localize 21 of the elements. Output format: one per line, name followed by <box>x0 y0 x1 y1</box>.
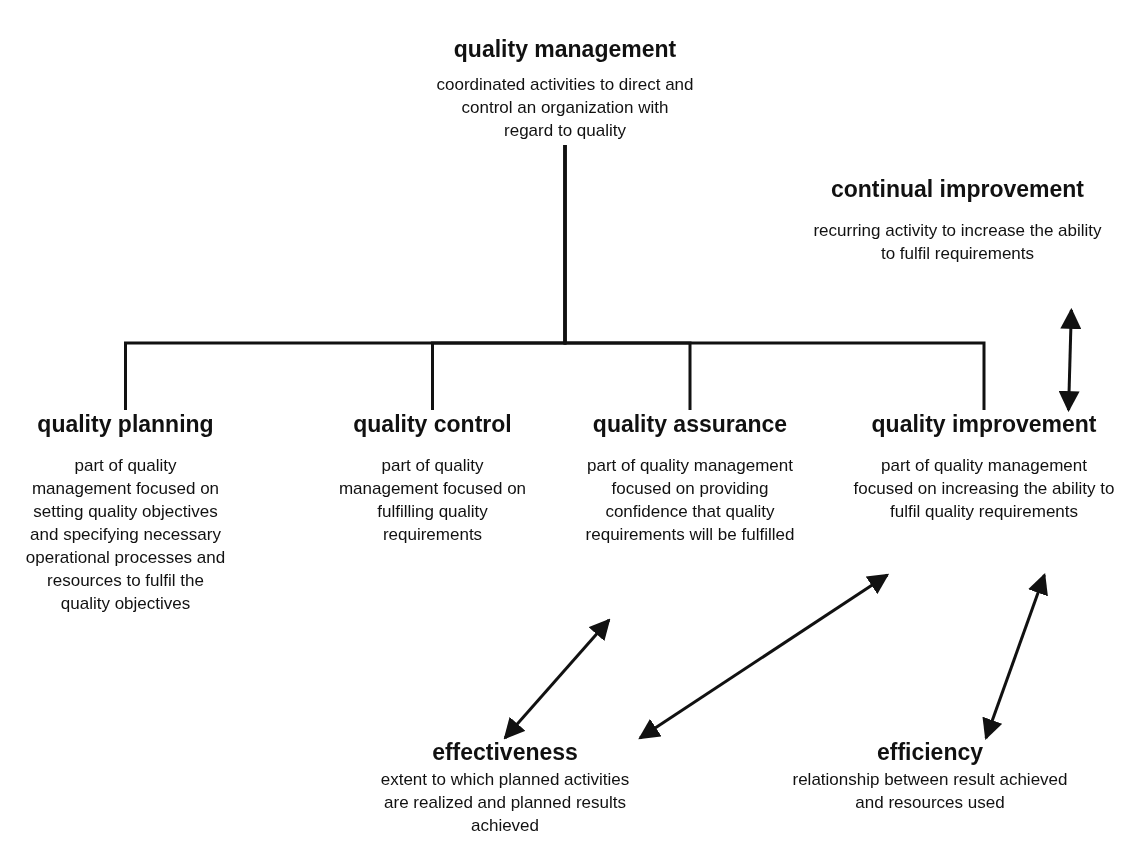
double-arrow <box>982 573 1048 740</box>
term-heading: continual improvement <box>830 175 1084 203</box>
double-arrow <box>638 573 890 740</box>
definition-text: part of quality management focused on setting quality objectives and specifying necessary operational processes and resources to fulfil the quality objectives <box>25 455 226 615</box>
definition-text: part of quality management focused on providing confidence that quality requirements will be fulfilled <box>585 455 795 546</box>
double-arrow <box>503 618 611 740</box>
definition-text: part of quality management focused on increasing the ability to fulfil quality requirements <box>852 455 1116 523</box>
term-heading: quality management <box>453 35 677 63</box>
definition-text: part of quality management focused on fulfilling quality requirements <box>337 455 528 546</box>
term-heading: quality improvement <box>871 410 1097 438</box>
term-heading: effectiveness <box>432 738 578 766</box>
term-heading: quality assurance <box>592 410 788 438</box>
connector-line <box>563 145 986 410</box>
term-heading: quality control <box>353 410 512 438</box>
definition-text: recurring activity to increase the ability to fulfil requirements <box>812 220 1103 265</box>
term-heading: quality planning <box>37 410 214 438</box>
definition-text: extent to which planned activities are realized and planned results achieved <box>379 769 631 837</box>
definition-text: relationship between result achieved and resources used <box>791 769 1069 814</box>
term-heading: efficiency <box>876 738 984 766</box>
double-arrow <box>1058 307 1082 413</box>
definition-text: coordinated activities to direct and control an organization with regard to quality <box>435 74 695 142</box>
